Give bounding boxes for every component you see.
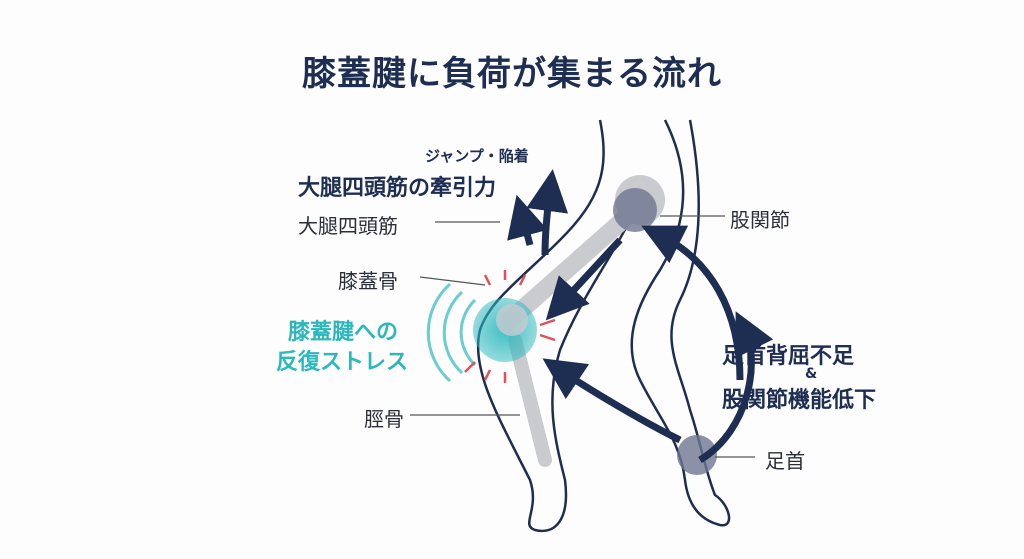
jump-landing-label: ジャンプ・陥着 — [425, 147, 529, 165]
pain-marks — [464, 270, 556, 383]
front-leg-outline — [476, 119, 632, 533]
hip-joint — [613, 188, 657, 232]
cause-line2: 股関節機能低下 — [722, 388, 877, 413]
tibia-bone — [508, 333, 552, 467]
cause-line1: 足首背屈不足 — [722, 344, 855, 369]
stress-label-line1: 膝蓋腱への — [288, 320, 399, 345]
leader-lines — [410, 215, 755, 458]
ankle-joint — [677, 435, 717, 475]
patella-label: 膝蓋骨 — [338, 269, 398, 293]
hip-label: 股関節 — [730, 208, 790, 232]
cause-ampersand: & — [805, 366, 818, 382]
patella-bone — [496, 304, 528, 336]
quadriceps-label: 大腿四頭筋 — [298, 214, 398, 238]
stress-label-line2: 反復ストレス — [276, 350, 409, 375]
diagram-title: 膝蓋腱に負荷が集まる流れ — [302, 54, 722, 94]
quad-force-label: 大腿四頭筋の牽引力 — [298, 176, 497, 201]
ankle-label: 足首 — [765, 449, 805, 473]
back-leg-outline — [630, 119, 731, 527]
force-arrows — [507, 169, 774, 463]
tibia-label: 脛骨 — [364, 407, 404, 431]
